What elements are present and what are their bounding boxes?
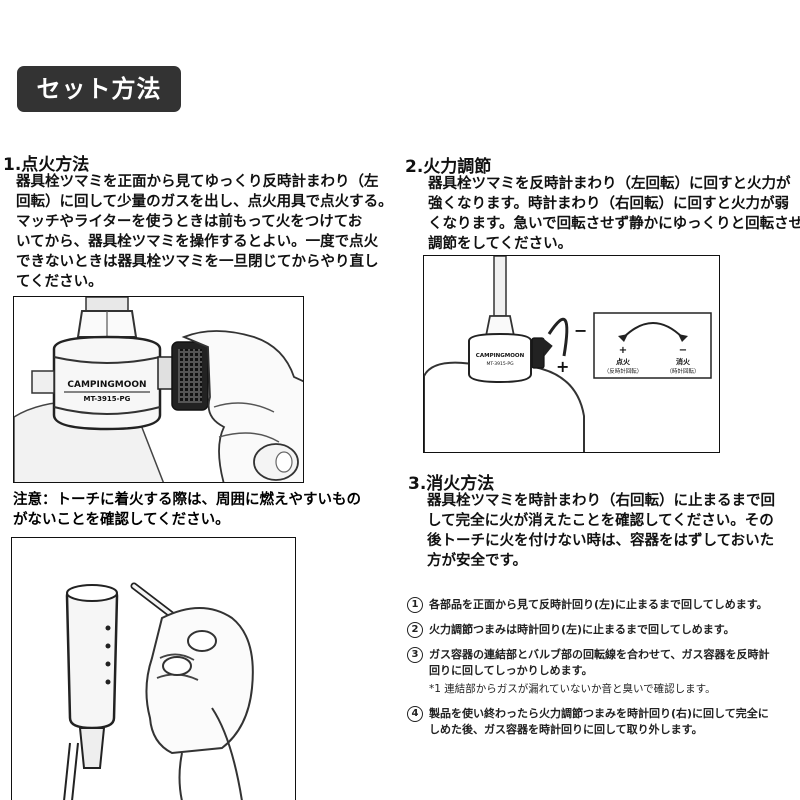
section1-line: できないときは器具栓ツマミを一旦閉じてからやり直し xyxy=(16,254,379,270)
step-text: 火力調節つまみは時計回り(左)に止まるまで回してしめます。 xyxy=(429,622,735,638)
step-line: ガス容器の連結部とバルブ部の回転線を合わせて、ガス容器を反時計 xyxy=(429,648,770,661)
torch-illustration xyxy=(12,538,295,800)
brand-label: CAMPINGMOON xyxy=(67,380,146,390)
extinguish-label: 消火 xyxy=(676,357,691,366)
section2-body: 器具栓ツマミを反時計まわり（左回転）に回すと火力が 強くなります。時計まわり（右… xyxy=(428,174,800,254)
section1-line: 回転）に回して少量のガスを出し、点火用具で点火する。 xyxy=(16,194,393,210)
section3-heading: 3.消火方法 xyxy=(408,474,495,494)
caution-line: がないことを確認してください。 xyxy=(13,512,230,528)
section1-line: マッチやライターを使うときは前もって火をつけてお xyxy=(16,214,363,230)
step-text: 製品を使い終わったら火力調節つまみを時計回り(右)に回して完全に しめた後、ガス… xyxy=(429,706,769,738)
section1-heading: 1.点火方法 xyxy=(3,155,90,175)
torch-photo xyxy=(11,537,296,800)
minus-sign: − xyxy=(574,321,587,340)
section3-line: して完全に火が消えたことを確認してください。その xyxy=(427,513,774,529)
ignite-label: 点火 xyxy=(616,357,631,366)
step-item: 2 火力調節つまみは時計回り(左)に止まるまで回してしめます。 xyxy=(407,622,795,638)
section1-line: てください。 xyxy=(16,274,103,290)
plus-sign: + xyxy=(556,357,569,376)
section1-body: 器具栓ツマミを正面から見てゆっくり反時計まわり（左 回転）に回して少量のガスを出… xyxy=(16,172,393,292)
air-hole xyxy=(105,679,111,685)
step-number: 4 xyxy=(407,706,423,722)
model-label: MT-3915-PG xyxy=(84,395,131,403)
step-item: 4 製品を使い終わったら火力調節つまみを時計回り(右)に回して完全に しめた後、… xyxy=(407,706,795,738)
step-text: 各部品を正面から見て反時計回り(左)に止まるまで回してしめます。 xyxy=(429,597,768,613)
air-hole xyxy=(105,625,111,631)
extinguish-sub-label: （時計回転） xyxy=(666,367,699,375)
step-item: 1 各部品を正面から見て反時計回り(左)に止まるまで回してしめます。 xyxy=(407,597,795,613)
section2-heading: 2.火力調節 xyxy=(405,157,492,177)
step-line: しめた後、ガス容器を時計回りに回して取り外します。 xyxy=(429,723,703,736)
section2-line: くなります。急いで回転させず静かにゆっくりと回転させ xyxy=(428,216,800,232)
diagram-brand-label: CAMPINGMOON xyxy=(476,353,525,359)
step-line: 各部品を正面から見て反時計回り(左)に止まるまで回してしめます。 xyxy=(429,598,768,611)
section3-line: 後トーチに火を付けない時は、容器をはずしておいた xyxy=(427,533,775,549)
step-number: 2 xyxy=(407,622,423,638)
section2-line: 調節をしてください。 xyxy=(428,236,573,252)
section1-line: いてから、器具栓ツマミを操作するとよい。一度で点火 xyxy=(16,234,379,250)
flame-control-diagram: CAMPINGMOON MT-3915-PG − + + − 点火 （反時計回転… xyxy=(423,255,720,453)
diagram-model-label: MT-3915-PG xyxy=(486,361,514,367)
section2-line: 強くなります。時計まわり（右回転）に回すと火力が弱 xyxy=(428,196,790,212)
section3-line: 器具栓ツマミを時計まわり（右回転）に止まるまで回 xyxy=(427,493,775,509)
step-sub-note: *1 連結部からガスが漏れていないか音と臭いで確認します。 xyxy=(429,683,716,695)
steps-list: 1 各部品を正面から見て反時計回り(左)に止まるまで回してしめます。 2 火力調… xyxy=(407,597,795,747)
step-text: ガス容器の連結部とバルブ部の回転線を合わせて、ガス容器を反時計 回りに回してしっ… xyxy=(429,647,769,697)
step-number: 3 xyxy=(407,647,423,663)
ignite-sub-label: （反時計回転） xyxy=(604,367,643,375)
step-line: 製品を使い終わったら火力調節つまみを時計回り(右)に回して完全に xyxy=(429,707,769,720)
step-item: 3 ガス容器の連結部とバルブ部の回転線を合わせて、ガス容器を反時計 回りに回して… xyxy=(407,647,795,697)
caution-line: 注意：トーチに着火する際は、周囲に燃えやすいもの xyxy=(13,492,361,508)
air-hole xyxy=(105,643,111,649)
section3-body: 器具栓ツマミを時計まわり（右回転）に止まるまで回 して完全に火が消えたことを確認… xyxy=(427,491,775,571)
flame-control-illustration: CAMPINGMOON MT-3915-PG − + + − 点火 （反時計回転… xyxy=(424,256,719,452)
section-title-badge: セット方法 xyxy=(17,66,181,112)
section2-line: 器具栓ツマミを反時計まわり（左回転）に回すと火力が xyxy=(428,176,791,192)
section3-line: 方が安全です。 xyxy=(427,553,528,569)
inset-minus: − xyxy=(679,345,687,356)
step-line: 回りに回してしっかりしめます。 xyxy=(429,664,593,677)
section1-line: 器具栓ツマミを正面から見てゆっくり反時計まわり（左 xyxy=(16,174,379,190)
ignition-photo: CAMPINGMOON MT-3915-PG xyxy=(13,296,304,483)
caution-note: 注意：トーチに着火する際は、周囲に燃えやすいもの がないことを確認してください。 xyxy=(13,490,361,530)
inset-plus: + xyxy=(619,345,627,356)
air-hole xyxy=(105,661,111,667)
step-number: 1 xyxy=(407,597,423,613)
step-line: 火力調節つまみは時計回り(左)に止まるまで回してしめます。 xyxy=(429,623,735,636)
burner-illustration: CAMPINGMOON MT-3915-PG xyxy=(14,297,303,482)
